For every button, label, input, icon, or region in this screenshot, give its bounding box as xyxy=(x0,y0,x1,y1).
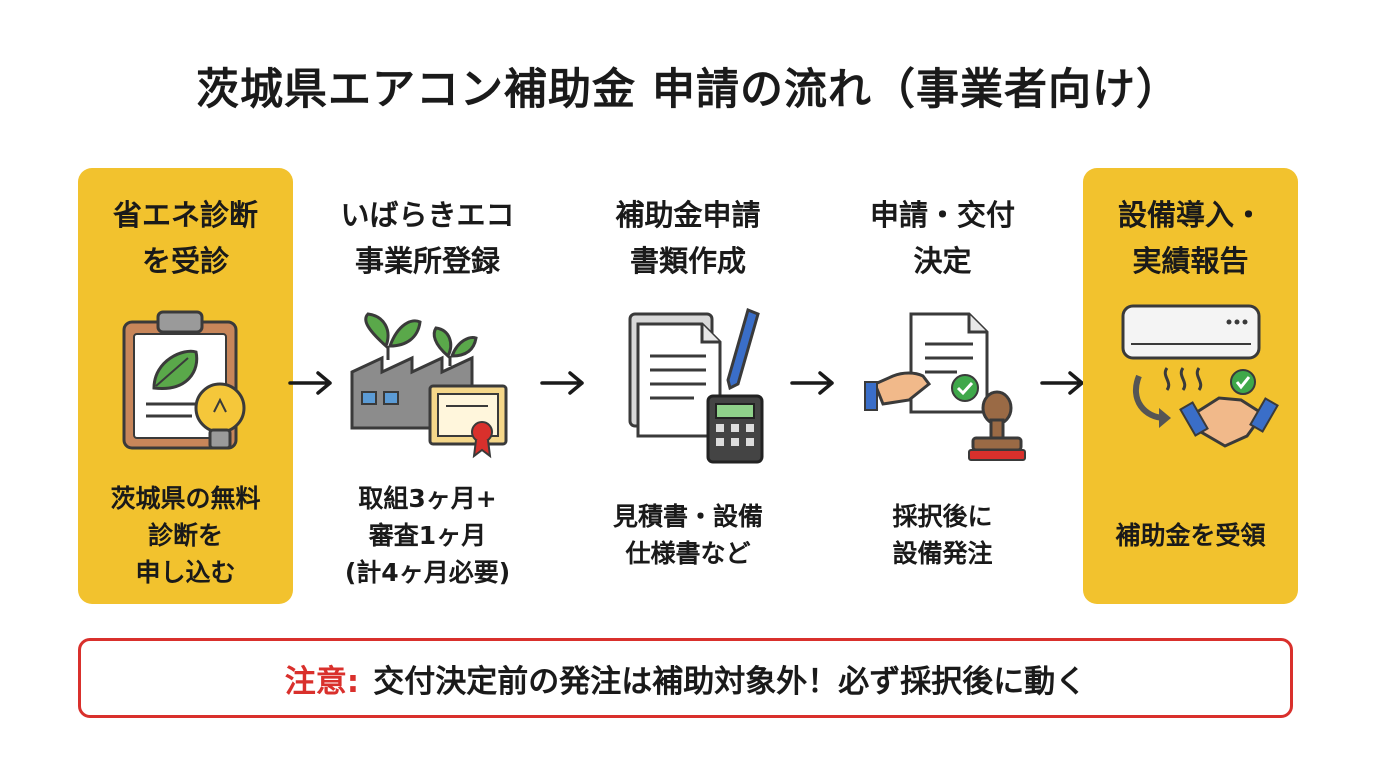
step-title: 省エネ診断 を受診 xyxy=(112,198,258,278)
aircon-handshake-icon xyxy=(1101,300,1281,470)
step-5-installation-report: 設備導入・ 実績報告 補助金を受領 xyxy=(1083,168,1298,604)
warning-label: 注意: xyxy=(284,663,360,700)
arrow-right-icon xyxy=(286,368,336,398)
step-title: 設備導入・ 実績報告 xyxy=(1117,198,1263,278)
arrow-right-icon xyxy=(1038,368,1088,398)
factory-certificate-icon xyxy=(338,300,518,470)
step-1-diagnosis: 省エネ診断 を受診 茨城県の無料 診断を 申し込む xyxy=(78,168,293,604)
warning-text: 交付決定前の発注は補助対象外！必ず採択後に動く xyxy=(373,663,1087,700)
page-title: 茨城県エアコン補助金 申請の流れ（事業者向け） xyxy=(196,65,1180,115)
step-title: 補助金申請 書類作成 xyxy=(615,198,761,278)
step-description: 見積書・設備 仕様書など xyxy=(612,502,763,568)
step-title: いばらきエコ 事業所登録 xyxy=(340,198,515,278)
warning-banner: 注意: 交付決定前の発注は補助対象外！必ず採択後に動く xyxy=(78,638,1293,718)
arrow-right-icon xyxy=(788,368,838,398)
step-3-documents: 補助金申請 書類作成 見積書・設備 仕様書など xyxy=(573,168,803,604)
step-description: 補助金を受領 xyxy=(1115,520,1266,550)
approval-stamp-icon xyxy=(853,300,1033,470)
documents-calculator-icon xyxy=(598,300,778,470)
step-2-eco-registration: いばらきエコ 事業所登録 取組3ヶ月+ 審査1ヶ月 (計4ヶ月必要) xyxy=(320,168,535,604)
step-description: 取組3ヶ月+ 審査1ヶ月 (計4ヶ月必要) xyxy=(344,483,511,587)
step-4-approval: 申請・交付 決定 採択後に 設備発注 xyxy=(835,168,1050,604)
step-description: 茨城県の無料 診断を 申し込む xyxy=(110,483,261,587)
step-title: 申請・交付 決定 xyxy=(869,198,1015,278)
step-description: 採択後に 設備発注 xyxy=(892,502,993,568)
arrow-right-icon xyxy=(538,368,588,398)
clipboard-lightbulb-icon xyxy=(96,300,276,470)
